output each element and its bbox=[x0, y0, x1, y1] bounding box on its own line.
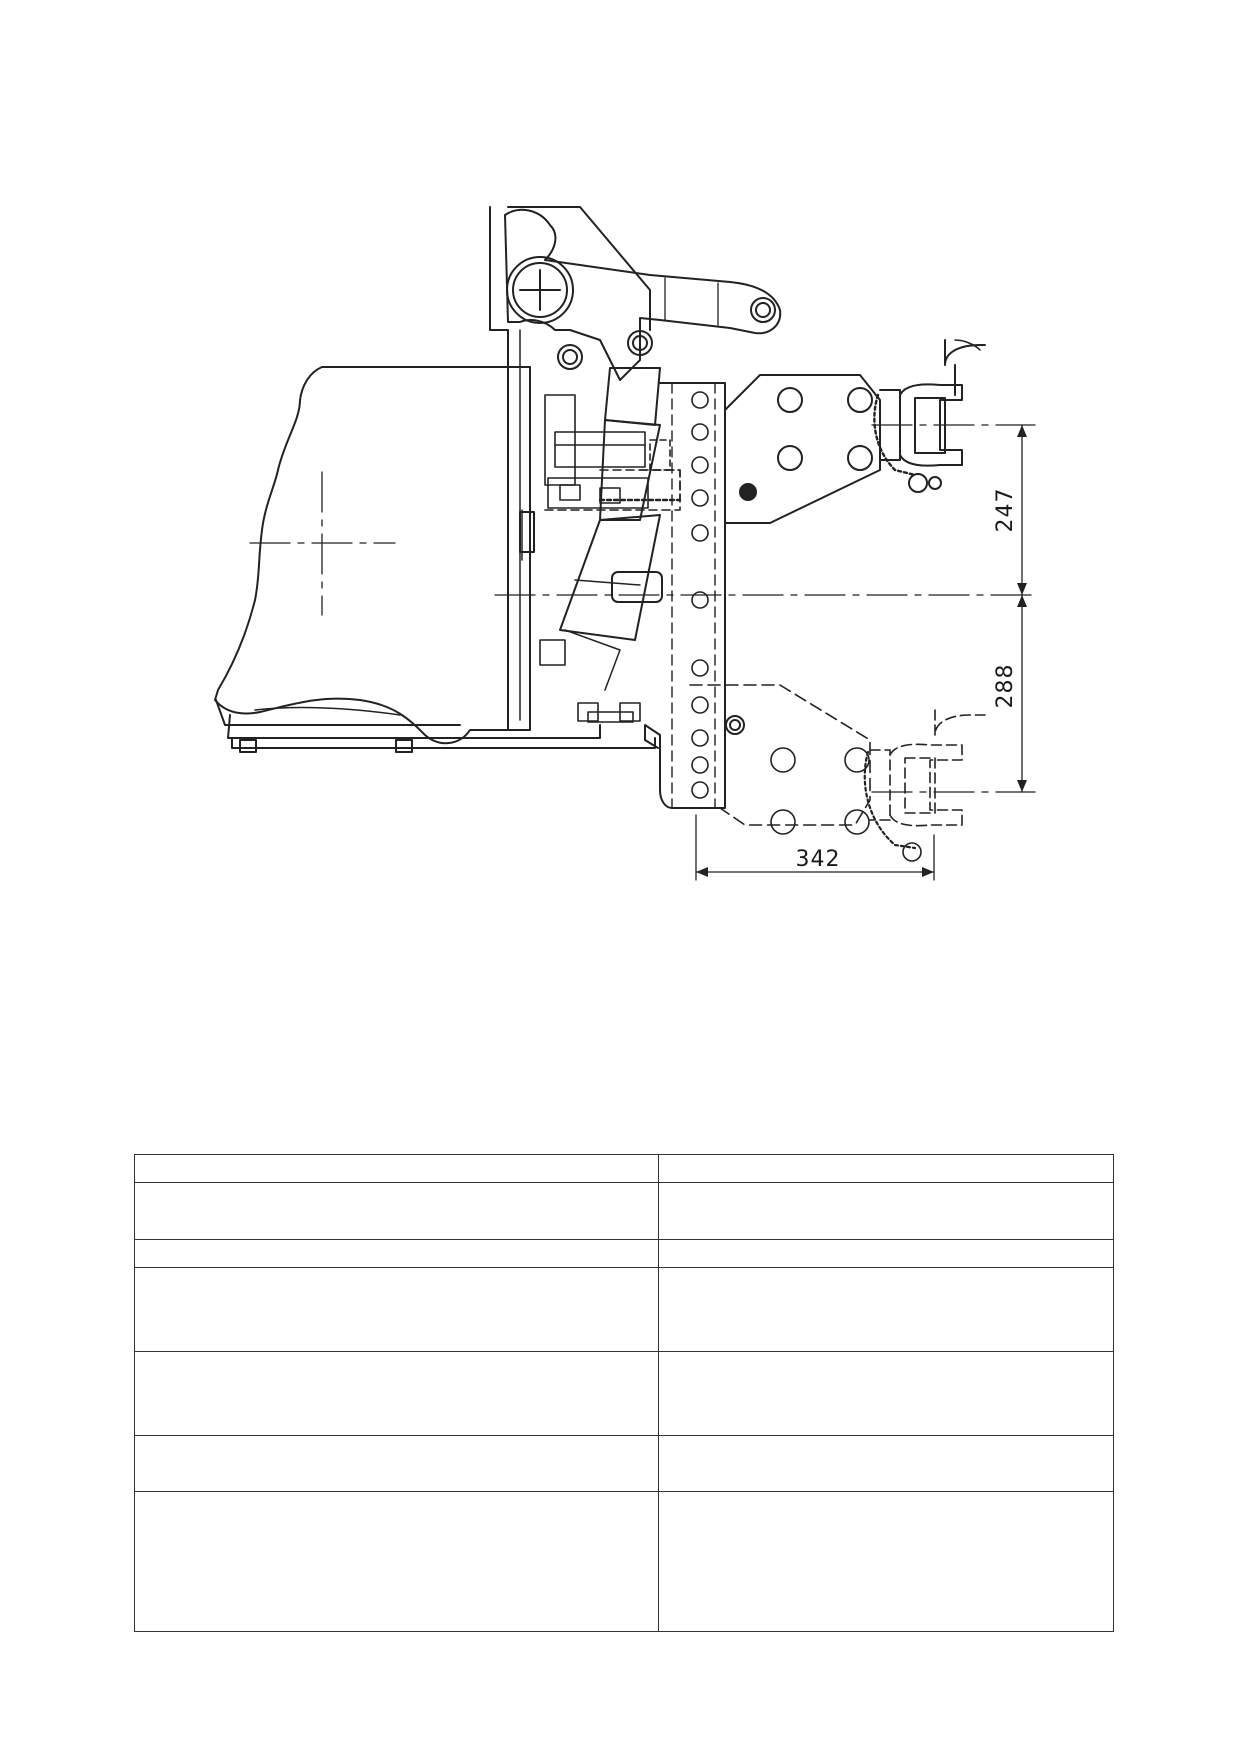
table-cell-value bbox=[658, 1435, 1114, 1492]
specification-table bbox=[134, 1154, 1114, 1632]
lower-coupling bbox=[863, 709, 986, 862]
table-cell-label bbox=[134, 1267, 659, 1352]
frame-body bbox=[214, 366, 656, 753]
table-row bbox=[134, 1267, 1114, 1352]
table-cell-value bbox=[658, 1154, 1114, 1183]
table-cell-label bbox=[134, 1154, 659, 1183]
table-row bbox=[134, 1351, 1114, 1436]
table-cell-value bbox=[658, 1182, 1114, 1240]
table-cell-label bbox=[134, 1239, 659, 1268]
table-cell-value bbox=[658, 1491, 1114, 1632]
vertical-column bbox=[489, 206, 651, 731]
lower-plate-bolt-center bbox=[729, 719, 741, 731]
table-cell-value bbox=[658, 1351, 1114, 1436]
table-row bbox=[134, 1435, 1114, 1492]
inner-brackets bbox=[539, 394, 682, 723]
cylinder bbox=[559, 367, 663, 691]
lower-plate-bolt bbox=[725, 715, 745, 735]
dimension-upper-spacing: 247 bbox=[993, 488, 1018, 533]
dimension-lower-spacing: 288 bbox=[993, 664, 1018, 709]
rail-holes bbox=[691, 391, 709, 799]
table-cell-value bbox=[658, 1267, 1114, 1352]
table-cell-value bbox=[658, 1239, 1114, 1268]
table-cell-label bbox=[134, 1182, 659, 1240]
upper-plate bbox=[724, 374, 881, 524]
table-cell-label bbox=[134, 1491, 659, 1632]
centerline-cross bbox=[249, 471, 396, 616]
dimension-lines bbox=[695, 424, 1027, 881]
upper-coupling bbox=[873, 339, 986, 493]
table-cell-label bbox=[134, 1351, 659, 1436]
lower-plate bbox=[689, 684, 871, 835]
technical-drawing: 247 288 342 bbox=[214, 206, 1036, 881]
table-row bbox=[134, 1154, 1114, 1183]
table-row bbox=[134, 1182, 1114, 1240]
dimension-horizontal-offset: 342 bbox=[796, 847, 841, 872]
centerlines bbox=[494, 424, 1036, 793]
lever-arm bbox=[504, 208, 782, 381]
table-cell-label bbox=[134, 1435, 659, 1492]
table-row bbox=[134, 1491, 1114, 1632]
table-row bbox=[134, 1239, 1114, 1268]
